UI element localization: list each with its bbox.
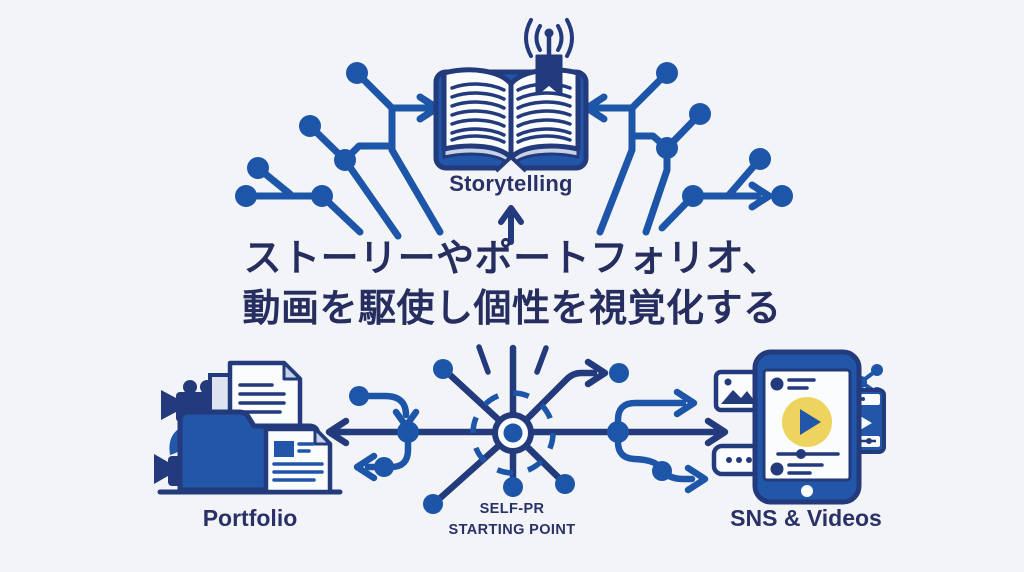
page-text-lines <box>450 82 572 144</box>
hub-ray-right <box>534 345 549 375</box>
broadcast-signal-icon <box>524 18 574 59</box>
portfolio-label: Portfolio <box>202 505 298 531</box>
progress-slider <box>776 449 840 459</box>
sns-label: SNS & Videos <box>730 505 882 531</box>
arrow-right-icon <box>748 181 773 211</box>
hub-spoke-upright <box>509 369 598 437</box>
image-thumbnail-icon <box>713 369 767 413</box>
hub-dots <box>349 359 672 514</box>
circuit-dots-left <box>235 62 368 207</box>
chat-bubble-icon <box>711 443 767 477</box>
circuit-trace-left <box>235 62 444 240</box>
book-icon <box>433 18 589 173</box>
arrow-left-icon <box>353 452 378 482</box>
report-card-icon <box>263 426 333 495</box>
headline: ストーリーやポートフォリオ、 動画を駆使し個性を視覚化する <box>0 234 1024 334</box>
hub-icon <box>325 344 729 514</box>
home-button <box>801 485 813 497</box>
headline-line1: ストーリーやポートフォリオ、 <box>243 238 781 280</box>
arrow-right-icon <box>584 358 609 388</box>
storytelling-label: Storytelling <box>449 171 573 196</box>
book-spine-notch <box>494 155 528 173</box>
hub-label-line2: STARTING POINT <box>448 522 576 538</box>
hub-label-line1: SELF-PR <box>479 501 545 517</box>
bookmark-icon <box>535 54 563 96</box>
arrow-left-icon <box>325 417 350 447</box>
hub-label: SELF-PR STARTING POINT <box>412 499 612 541</box>
hub-dashed-ring <box>470 390 556 476</box>
arrow-up-icon <box>498 205 524 245</box>
arrow-right-icon <box>704 417 729 447</box>
arrow-right-icon <box>684 464 709 494</box>
document-icon <box>227 360 303 431</box>
circuit-dots-right <box>656 62 793 207</box>
headline-line2: 動画を駆使し個性を視覚化する <box>242 288 782 330</box>
hub-ray-left <box>476 344 491 375</box>
hub-center-dot <box>503 423 523 443</box>
play-icon <box>800 409 821 435</box>
arrow-right-icon <box>673 388 698 418</box>
feed-post-bottom <box>770 462 824 476</box>
folder-icon <box>154 360 343 495</box>
feed-post-top <box>770 377 816 391</box>
phone-icon <box>711 349 886 505</box>
circuit-trace-right <box>583 62 793 236</box>
